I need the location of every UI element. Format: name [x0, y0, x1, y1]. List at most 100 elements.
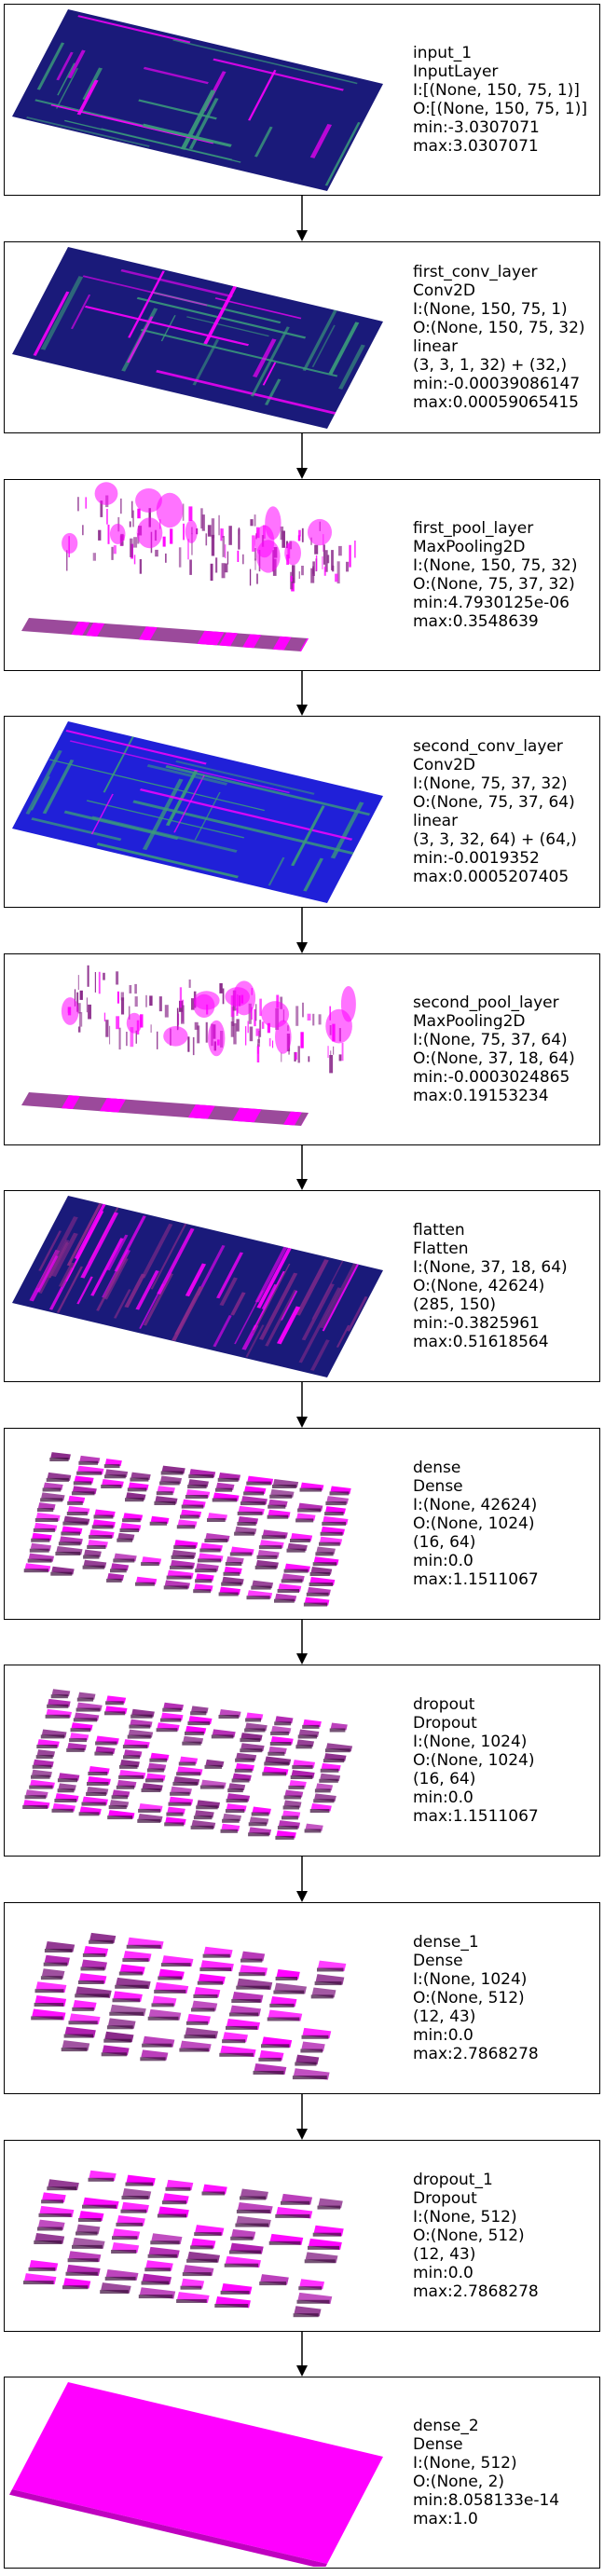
activation-streak: [140, 328, 338, 377]
block-shadow: [104, 1474, 126, 1479]
activation-streak: [262, 362, 277, 386]
block-shadow: [182, 2272, 212, 2277]
block-shadow: [185, 1495, 208, 1499]
pool-column: [191, 533, 193, 555]
pool-column: [188, 980, 191, 988]
block-shadow: [262, 1772, 286, 1776]
layer-detail: I:(None, 150, 75, 32): [413, 555, 578, 575]
block-shadow: [312, 1562, 337, 1567]
strip-highlight: [300, 1112, 309, 1126]
block-shadow: [123, 1755, 140, 1760]
block-shadow: [296, 2299, 330, 2304]
activation-streak: [70, 294, 91, 330]
pool-column: [200, 508, 203, 529]
activation-streak: [298, 1287, 341, 1363]
activation-streak: [311, 1260, 344, 1320]
block-shadow: [34, 1518, 59, 1522]
activation-blob: [340, 986, 356, 1022]
block-shadow: [138, 2295, 173, 2299]
block-shadow: [185, 2021, 209, 2025]
layer-detail: I:(None, 150, 75, 1): [413, 299, 568, 319]
activation-blob: [136, 517, 163, 549]
activation-blob: [284, 541, 301, 566]
pool-column: [238, 528, 240, 550]
pool-column: [170, 528, 173, 544]
activation-blob: [163, 1026, 188, 1047]
block-shadow: [146, 1768, 164, 1773]
block-shadow: [319, 1541, 340, 1546]
pool-column: [113, 545, 117, 555]
block-shadow: [78, 2218, 102, 2222]
block-shadow: [86, 1792, 106, 1796]
pool-column: [157, 1031, 158, 1049]
pool-column: [255, 1004, 257, 1021]
block-shadow: [76, 1471, 103, 1475]
block-shadow: [324, 1748, 350, 1753]
block-shadow: [199, 1548, 221, 1553]
block-shadow: [199, 1785, 225, 1789]
block-shadow: [196, 1805, 218, 1810]
activation-streak: [214, 297, 302, 320]
pool-column: [82, 525, 84, 536]
block-shadow: [290, 1775, 313, 1779]
pool-column: [155, 549, 158, 557]
pool-column: [272, 1040, 274, 1048]
strip-highlight: [242, 1108, 262, 1123]
block-shadow: [40, 1734, 65, 1739]
layer-visualization: [12, 1196, 383, 1377]
activation-streak: [135, 1269, 159, 1310]
block-shadow: [313, 1799, 335, 1803]
block-shadow: [170, 1565, 193, 1569]
activation-streak: [303, 857, 323, 892]
block-shadow: [292, 2076, 327, 2080]
flow-arrow: [296, 196, 308, 241]
pool-column: [312, 561, 315, 576]
activation-streak: [250, 326, 290, 397]
pool-column: [86, 997, 89, 1013]
block-shadow: [159, 1718, 182, 1722]
block-shadow: [129, 1724, 151, 1729]
block-shadow: [63, 2034, 93, 2038]
block-shadow: [82, 2204, 117, 2209]
layer-detail: O:(None, 75, 37, 32): [413, 574, 575, 594]
block-shadow: [274, 1721, 292, 1726]
activation-streak: [38, 1230, 62, 1271]
feature-slab: [12, 1196, 383, 1377]
pool-column: [145, 994, 147, 1007]
activation-streak: [330, 802, 364, 859]
pool-column: [310, 568, 315, 583]
block-shadow: [23, 2281, 54, 2285]
activation-streak: [132, 800, 354, 856]
block-shadow: [88, 1772, 108, 1775]
block-shadow: [227, 1788, 243, 1793]
layer-detail: (3, 3, 1, 32) + (32,): [413, 355, 568, 375]
activation-streak: [347, 1295, 368, 1332]
block-shadow: [193, 1589, 212, 1594]
block-shadow: [258, 2057, 281, 2062]
pool-column: [116, 971, 119, 985]
pool-column: [88, 1004, 91, 1020]
block-shadow: [32, 1764, 52, 1769]
block-shadow: [166, 1575, 192, 1580]
block-shadow: [225, 1809, 245, 1814]
block-shadow: [236, 1985, 270, 1990]
block-shadow: [277, 1826, 298, 1830]
layer-detail: linear: [413, 336, 459, 356]
block-shadow: [127, 1734, 151, 1739]
block-shadow: [258, 1545, 282, 1550]
pool-column: [221, 563, 226, 579]
block-shadow: [211, 1734, 234, 1739]
pool-column: [254, 548, 256, 561]
activation-streak: [320, 1263, 358, 1329]
pool-column: [280, 526, 284, 541]
activation-streak: [80, 1212, 119, 1279]
block-shadow: [240, 1748, 263, 1753]
block-shadow: [57, 1778, 77, 1783]
block-shadow: [214, 1487, 233, 1492]
layer-visualization: [21, 965, 356, 1126]
activation-streak: [146, 763, 228, 786]
strip-highlight: [242, 634, 262, 649]
block-shadow: [162, 1707, 182, 1712]
